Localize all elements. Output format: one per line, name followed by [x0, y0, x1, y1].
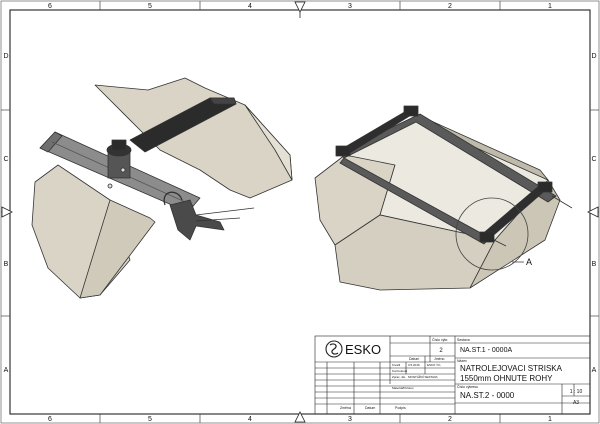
- material-label: Materiál/Polotov.: [392, 386, 414, 390]
- assembly-label: Sestava: [457, 338, 470, 342]
- zone-right-D: D: [591, 53, 596, 60]
- esko-logo-icon: [325, 340, 343, 358]
- approved-label: Zprac. dle: [392, 375, 406, 379]
- zone-right-C: C: [591, 156, 596, 163]
- detail-end-wire-2: [195, 217, 241, 222]
- approved-value: MONTÁŽNÍ SESTAVA: [408, 374, 438, 379]
- detail-end-clip: [169, 199, 225, 241]
- zone-top-5: 5: [148, 3, 152, 10]
- zone-bottom-2: 2: [448, 416, 452, 423]
- zone-left-A: A: [4, 367, 9, 374]
- zone-bottom-3: 3: [348, 416, 352, 423]
- change-col-2: Datum: [365, 406, 375, 410]
- detail-bolt-hole-1: [120, 167, 126, 173]
- issue-label: Číslo výkr.: [432, 337, 448, 342]
- detail-clamp-bar-end: [209, 97, 237, 105]
- assembly-bracket-1: [335, 145, 351, 157]
- scale-value: 1 : 10: [570, 389, 583, 395]
- esko-logo: ESKO: [325, 340, 381, 358]
- zone-top-1: 1: [548, 3, 552, 10]
- zone-bottom-1: 1: [548, 416, 552, 423]
- drawing-number: NA.ST.2 - 0000: [460, 391, 515, 400]
- zone-bottom-4: 4: [248, 416, 252, 423]
- name-label: Název: [457, 359, 467, 363]
- assembly-bracket-3: [537, 181, 553, 193]
- checked-label: Kontroloval: [392, 369, 407, 373]
- drawn-by-label: Kreslil: [392, 363, 401, 367]
- change-col-3: Podpis: [395, 406, 406, 410]
- name-header: Jméno: [434, 357, 445, 361]
- detail-sheet-right-edge: [244, 104, 293, 181]
- detail-rail-end: [39, 131, 63, 153]
- zone-left-D: D: [3, 53, 8, 60]
- drawn-date: 3.5.2016: [408, 363, 420, 367]
- zone-top-3: 3: [348, 3, 352, 10]
- detail-sheet-fold: [79, 199, 156, 299]
- zone-top-2: 2: [448, 3, 452, 10]
- zone-labels: 6 5 4 3 2 1 6 5 4 3 2 1 D C B A D C B A: [3, 3, 596, 423]
- center-mark-top: [294, 1, 306, 13]
- zone-bottom-5: 5: [148, 416, 152, 423]
- detail-circle-a: [455, 197, 529, 271]
- drawn-name: ESKO T.K.: [427, 363, 441, 367]
- assembly-view: [314, 105, 573, 291]
- format-value: A3: [573, 400, 579, 406]
- title-block: [314, 335, 591, 415]
- detail-view: [31, 77, 293, 299]
- zone-left-B: B: [4, 261, 9, 268]
- drawing-no-label: Číslo výkresu: [457, 384, 478, 389]
- esko-logo-text: ESKO: [345, 342, 381, 357]
- zone-right-B: B: [592, 261, 597, 268]
- detail-label-a: A: [526, 257, 532, 267]
- assembly-rail-front: [339, 157, 491, 245]
- assembly-bracket-2: [403, 105, 419, 117]
- detail-bolt-hole-2: [107, 183, 113, 189]
- detail-clip-ring: [163, 191, 183, 206]
- drawing-name-line1: NATROLEJOVACI STRISKA: [460, 364, 563, 373]
- zone-top-6: 6: [48, 3, 52, 10]
- zone-right-A: A: [592, 367, 597, 374]
- change-col-1: Změna: [340, 406, 351, 410]
- drawing-name-line2: 1550mm OHNUTE ROHY: [460, 374, 553, 383]
- assembly-bracket-4: [479, 231, 495, 243]
- center-mark-right: [587, 206, 599, 218]
- zone-left-C: C: [3, 156, 8, 163]
- date-header: Datum: [409, 357, 419, 361]
- assembly-code: NA.ST.1 - 0000A: [460, 347, 512, 354]
- detail-nut: [111, 139, 127, 151]
- center-mark-left: [1, 206, 13, 218]
- zone-bottom-6: 6: [48, 416, 52, 423]
- issue-value: 2: [439, 348, 443, 354]
- detail-end-wire-1: [195, 207, 255, 216]
- center-mark-bottom: [294, 411, 306, 423]
- zone-top-4: 4: [248, 3, 252, 10]
- assembly-wire-front: [493, 239, 507, 247]
- assembly-wire-end: [551, 195, 573, 209]
